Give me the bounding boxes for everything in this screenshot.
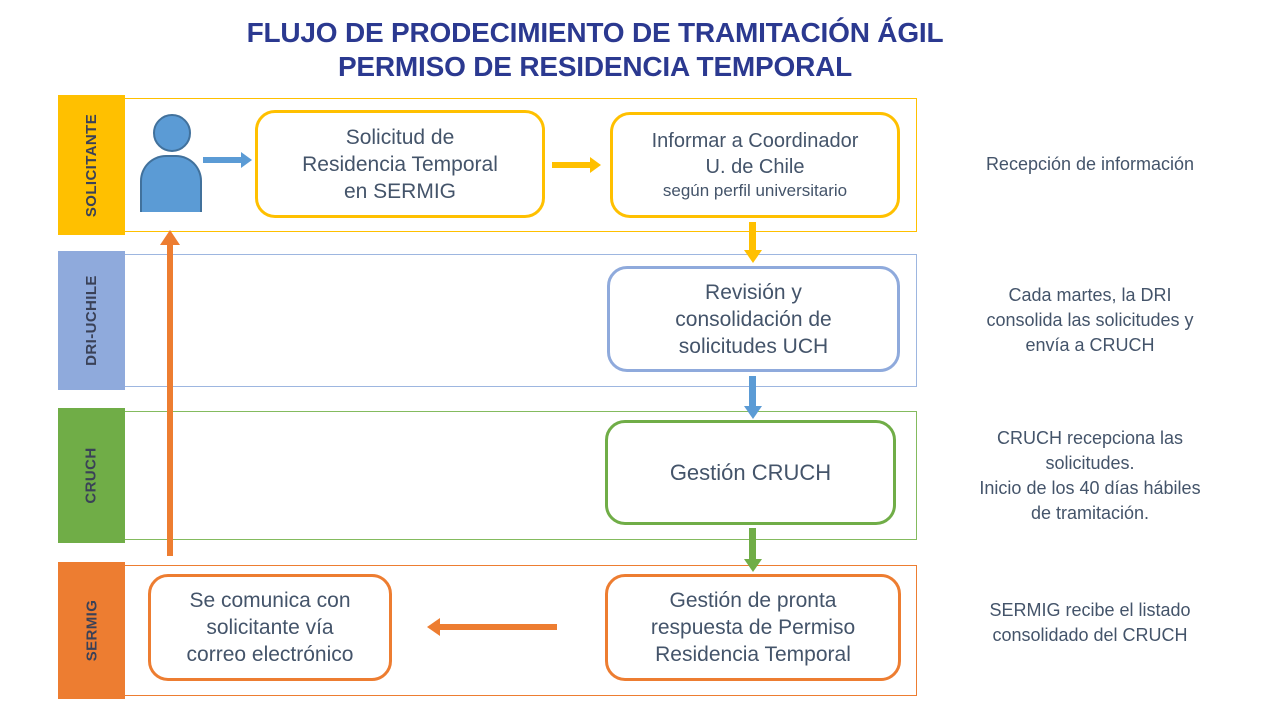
- box-gestion-cruch: Gestión CRUCH: [605, 420, 896, 525]
- person-icon-head: [153, 114, 191, 152]
- lane-label-dri-uchile: DRI-UCHILE: [58, 251, 125, 390]
- arrow-sermig-to-solicitante-stem: [167, 244, 173, 556]
- page-title: FLUJO DE PRODECIMIENTO DE TRAMITACIÓN ÁG…: [0, 16, 1190, 84]
- arrow-informar-to-revision-stem: [749, 222, 756, 250]
- box-informar-coordinador: Informar a Coordinador U. de Chile según…: [610, 112, 900, 218]
- arrow-solicitud-to-informar-head: [590, 157, 601, 173]
- box-informar-coordinador-title: Informar a Coordinador U. de Chile: [651, 130, 859, 178]
- lane-label-solicitante-text: SOLICITANTE: [83, 113, 101, 217]
- arrow-revision-to-gestion-head: [744, 406, 762, 419]
- lane-label-sermig-text: SERMIG: [82, 599, 100, 662]
- arrow-person-to-solicitud-head: [241, 152, 252, 168]
- annotation-dri-uchile: Cada martes, la DRI consolida las solici…: [986, 285, 1194, 355]
- lane-label-dri-uchile-text: DRI-UCHILE: [83, 275, 101, 366]
- arrow-gestion-to-pronta-head: [744, 559, 762, 572]
- arrow-pronta-to-comunica-stem: [440, 624, 557, 630]
- lane-label-cruch: CRUCH: [58, 408, 125, 543]
- page-title-line1: FLUJO DE PRODECIMIENTO DE TRAMITACIÓN ÁG…: [246, 17, 944, 48]
- annotation-sermig: SERMIG recibe el listado consolidado del…: [989, 600, 1191, 645]
- arrow-informar-to-revision-head: [744, 250, 762, 263]
- arrow-sermig-to-solicitante-head: [160, 230, 180, 245]
- arrow-revision-to-gestion-stem: [749, 376, 756, 406]
- arrow-person-to-solicitud-stem: [203, 157, 241, 163]
- page-title-line2: PERMISO DE RESIDENCIA TEMPORAL: [337, 51, 853, 82]
- box-comunica-solicitante: Se comunica con solicitante vía correo e…: [148, 574, 392, 681]
- box-informar-coordinador-subtitle: según perfil universitario: [662, 181, 848, 200]
- annotation-cruch: CRUCH recepciona las solicitudes. Inicio…: [979, 428, 1201, 523]
- annotation-solicitante: Recepción de información: [985, 154, 1195, 174]
- person-icon-body: [140, 155, 202, 212]
- box-solicitud-residencia: Solicitud de Residencia Temporal en SERM…: [255, 110, 545, 218]
- arrow-gestion-to-pronta-stem: [749, 528, 756, 559]
- box-revision-consolidacion: Revisión y consolidación de solicitudes …: [607, 266, 900, 372]
- lane-label-sermig: SERMIG: [58, 562, 125, 699]
- box-gestion-pronta-respuesta: Gestión de pronta respuesta de Permiso R…: [605, 574, 901, 681]
- arrow-pronta-to-comunica-head: [427, 618, 440, 636]
- lane-label-cruch-text: CRUCH: [82, 447, 100, 504]
- lane-label-solicitante: SOLICITANTE: [58, 95, 125, 235]
- person-icon: [138, 112, 204, 212]
- arrow-solicitud-to-informar-stem: [552, 162, 590, 168]
